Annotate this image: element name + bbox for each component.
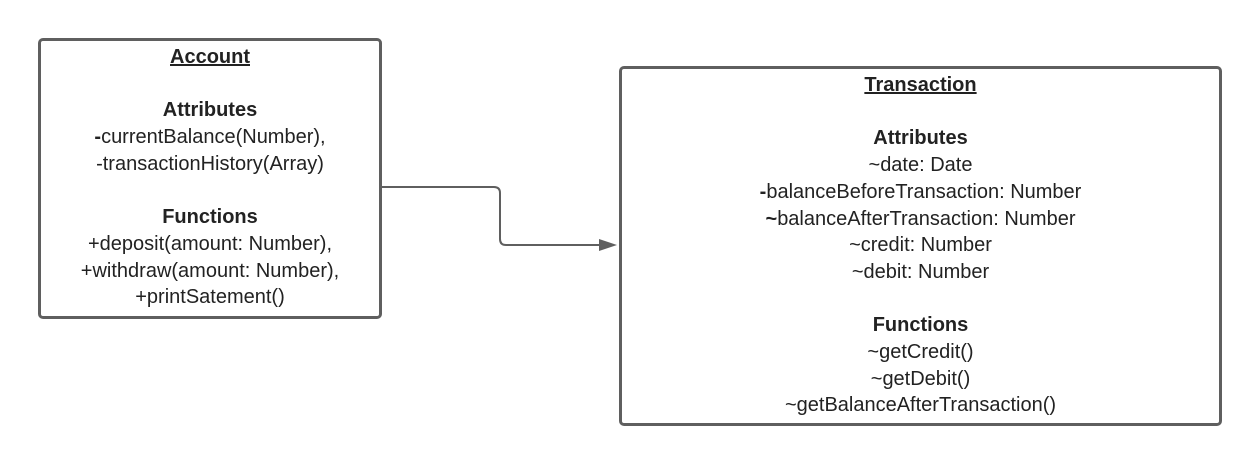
transaction-attribute: ~date: Date: [868, 154, 973, 177]
transaction-attribute: ~credit: Number: [849, 234, 992, 257]
transaction-attribute: -balanceBeforeTransaction: Number: [759, 180, 1082, 203]
transaction-function: ~getBalanceAfterTransaction(): [784, 394, 1057, 417]
account-function: +withdraw(amount: Number),: [80, 259, 340, 282]
transaction-class-box[interactable]: Transaction Attributes ~date: Date -bala…: [619, 66, 1222, 426]
account-function: +printSatement(): [135, 286, 285, 309]
transaction-class-name: Transaction: [864, 74, 977, 96]
account-attributes-heading: Attributes: [162, 99, 258, 122]
transaction-attribute: ~balanceAfterTransaction: Number: [765, 207, 1076, 230]
account-class-name: Account: [170, 46, 250, 68]
account-functions-heading: Functions: [162, 206, 258, 229]
transaction-attribute: ~debit: Number: [851, 260, 990, 283]
arrowhead-icon: [599, 239, 617, 251]
connector-line: [382, 186, 600, 246]
transaction-functions-heading: Functions: [872, 314, 969, 337]
account-attribute: -currentBalance(Number),: [94, 126, 326, 149]
transaction-attributes-heading: Attributes: [873, 127, 968, 150]
transaction-function: ~getDebit(): [870, 367, 971, 390]
account-attribute: -transactionHistory(Array): [96, 152, 324, 175]
transaction-function: ~getCredit(): [867, 341, 974, 363]
account-function: +deposit(amount: Number),: [87, 232, 332, 255]
account-class-box[interactable]: Account Attributes -currentBalance(Numbe…: [38, 38, 382, 319]
